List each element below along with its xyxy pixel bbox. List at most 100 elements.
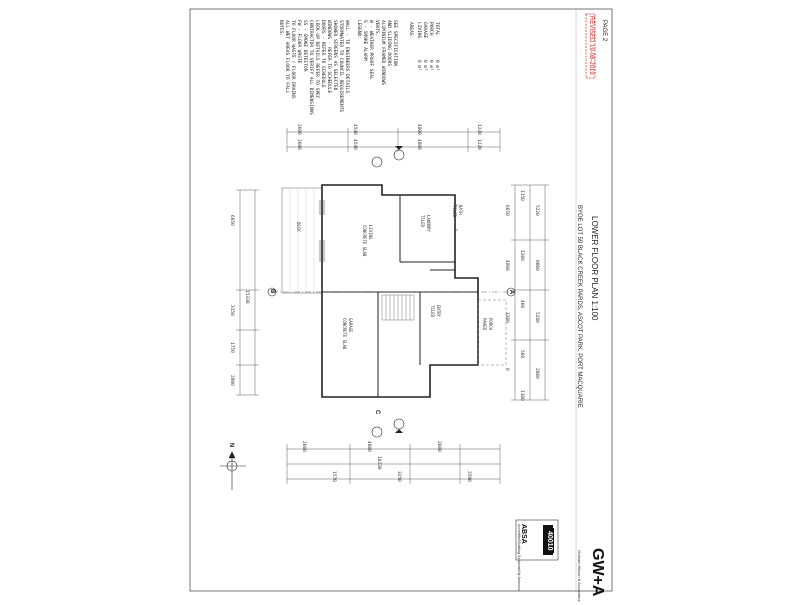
dimension-label: 0060 xyxy=(534,260,539,271)
dimension-label: 3250 xyxy=(396,471,401,482)
room-note: TILED xyxy=(420,215,425,228)
note-line: STORMWATER TO COUNCIL REQUIREMENTS xyxy=(338,20,343,113)
room-name: GARAGE xyxy=(348,318,353,333)
dimension-label: 15330 xyxy=(244,290,249,304)
north-label: N xyxy=(228,443,234,448)
absa-box xyxy=(515,519,559,561)
legend-line: S - SMOKE ALARM xyxy=(362,20,367,61)
room-name: PORCH xyxy=(488,318,493,331)
room-name: LIVING xyxy=(368,225,373,240)
area-label: PORCH xyxy=(428,22,433,36)
dimension-label: 6050 xyxy=(229,215,234,226)
room-note: PAVED xyxy=(482,318,487,331)
window-marks xyxy=(319,200,458,262)
note-line: ALL WET AREAS FLOOR TO FALL xyxy=(284,20,289,94)
legend-line: VENTS: xyxy=(374,20,379,37)
note-line: CONTRACTOR TO VERIFY ALL DIMENSIONS xyxy=(308,20,313,115)
drawing-title: LOWER FLOOR PLAN 1:100 xyxy=(590,216,599,321)
dimension-label: 4540 xyxy=(352,124,357,135)
dimension-label: 2590 xyxy=(466,471,471,482)
dimension-label: 2600 xyxy=(436,441,441,452)
porch-outline xyxy=(477,299,507,366)
deck-outline xyxy=(281,187,323,294)
dimension-label: 6650 xyxy=(504,205,509,216)
room-name: LAUNDRY xyxy=(426,215,431,232)
dimension-label: 2600 xyxy=(301,441,306,452)
area-value: 0 m² xyxy=(434,60,439,71)
dimension-label: 1100 xyxy=(519,390,524,401)
dimension-label: 1570 xyxy=(331,471,336,482)
north-arrow xyxy=(220,451,246,490)
note-line: WALL - TO ENGINEERS DETAILS xyxy=(344,20,349,94)
area-value: 0 m² xyxy=(422,60,427,71)
absa-logo: ABSA xyxy=(520,524,527,544)
legend-line: W - WEATHER PROOF SEAL xyxy=(368,20,373,80)
note-line: NOTES: xyxy=(278,20,283,37)
note-line: FW - FLOOR WASTE xyxy=(296,20,301,64)
absa-subtitle: Accredited Building Sustainability Asses… xyxy=(517,524,521,591)
room-name: BATH xyxy=(458,205,463,215)
dimension-label: 2600 xyxy=(296,124,301,135)
section-marker-arrows xyxy=(395,146,403,433)
dimension-lines-left xyxy=(236,189,259,396)
note-line: SHOWER SCREENS AS SELECTED xyxy=(332,20,337,91)
dimension-label: 2800 xyxy=(229,375,234,386)
dimension-label: 4800 xyxy=(416,124,421,135)
dimension-label: 5220 xyxy=(534,205,539,216)
dimension-label: 4540 xyxy=(352,139,357,150)
legend-line: AND SLIDING DOORS xyxy=(386,20,391,67)
section-label-c: C xyxy=(374,410,380,415)
dimension-lines-bottom xyxy=(286,444,501,484)
page-number: PAGE 2 xyxy=(601,20,607,42)
area-value: 0 m² xyxy=(416,60,421,71)
dimension-label: 560 xyxy=(519,350,524,359)
dimension-label: 1750 xyxy=(229,342,234,353)
revision-box xyxy=(585,13,596,79)
section-label-b: B xyxy=(269,289,275,294)
sheet-border xyxy=(189,8,613,592)
deck-boards xyxy=(289,188,315,293)
dimension-lines-top xyxy=(286,128,501,152)
note-line: DOORS - REFER TO SCHEDULE xyxy=(320,20,325,88)
dimension-label: 3200 xyxy=(504,312,509,323)
dimension-label: 1200 xyxy=(519,250,524,261)
area-value: 0 m² xyxy=(428,60,433,71)
legend-line: ALUMINIUM FRAMED WINDOWS xyxy=(380,20,385,86)
dimension-label: 3150 xyxy=(229,305,234,316)
dimension-label: 4800 xyxy=(366,441,371,452)
building-walls xyxy=(321,184,479,398)
dimension-label: 1220 xyxy=(476,124,481,135)
dimension-label: 2000 xyxy=(534,368,539,379)
dimension-label: 10230 xyxy=(376,456,381,470)
note-line: WINDOWS - REFER TO SCHEDULE xyxy=(326,20,331,94)
area-label: GARAGE xyxy=(422,22,427,39)
area-label: TOTAL xyxy=(434,22,439,36)
dimension-label: 4800 xyxy=(416,139,421,150)
room-note: CONCRETE SLAB xyxy=(362,225,367,257)
dimension-lines-right xyxy=(511,184,549,401)
deck-label: DECK xyxy=(296,222,301,232)
dimension-label: 4860 xyxy=(504,260,509,271)
revision-label: REVISED 19-08-2019 xyxy=(588,16,594,75)
stairs xyxy=(381,294,415,321)
note-line: SS - SMOKE DETECTOR xyxy=(302,20,307,72)
section-label-a: A xyxy=(508,290,514,295)
area-label: LIVING xyxy=(416,22,421,39)
dimension-label: 1150 xyxy=(519,190,524,201)
absa-badge: 40010 xyxy=(545,528,554,554)
room-note: CONCRETE SLAB xyxy=(342,318,347,350)
note-line: LOCK-UP DETAILS REFER TO SPEC xyxy=(314,20,319,99)
dimension-label: 5280 xyxy=(534,312,539,323)
drawing-subtitle: BYOE LOT 59 BLACK CREEK PARDS, ASCOT PAR… xyxy=(576,205,582,408)
room-note: TILED xyxy=(430,305,435,318)
dimension-label: 460 xyxy=(519,300,524,309)
room-name: ENTRY xyxy=(436,305,441,318)
room-note: TILED xyxy=(452,205,457,218)
legend-line: LEGEND: xyxy=(356,20,361,39)
legend-line: SEE SPECIFICATION xyxy=(392,20,397,67)
dimension-label: 2600 xyxy=(296,139,301,150)
gwa-logo: GW+A xyxy=(589,548,606,597)
dimension-label: 1220 xyxy=(476,139,481,150)
